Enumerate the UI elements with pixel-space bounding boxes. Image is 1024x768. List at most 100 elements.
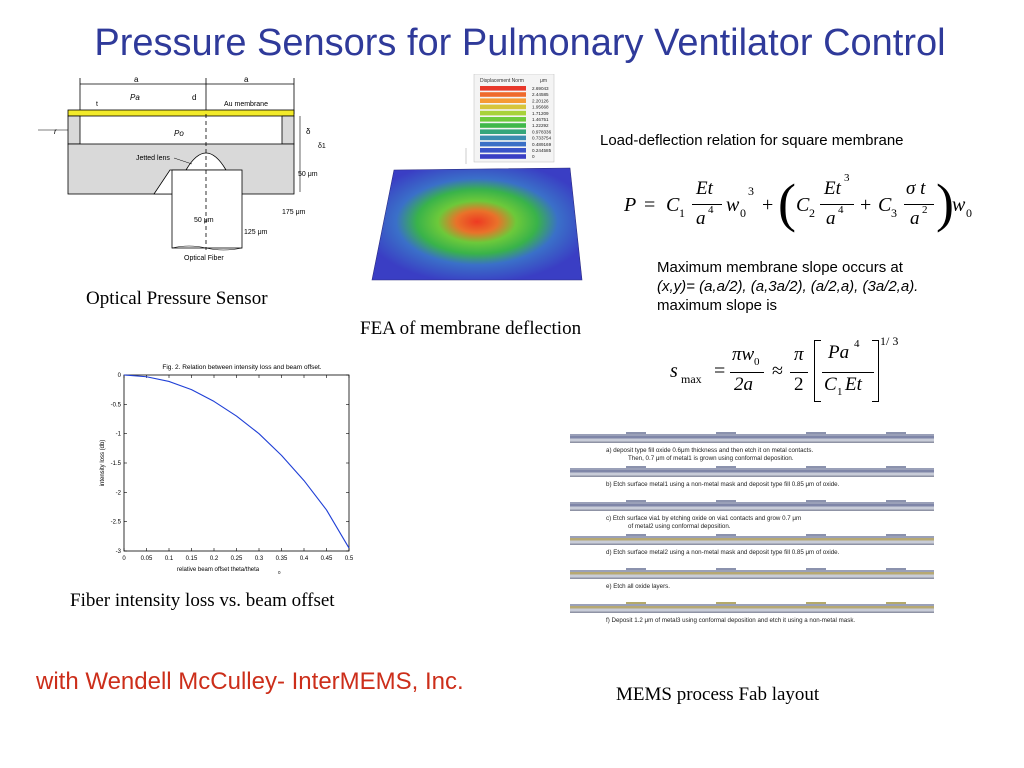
fea-legend-swatch [480, 154, 526, 159]
fab-layer-top [570, 502, 934, 504]
chart-xlabel: relative beam offset theta/theta [177, 567, 260, 573]
fab-step-text: e) Etch all oxide layers. [606, 583, 670, 590]
fab-feature [716, 534, 736, 536]
fab-feature [626, 466, 646, 468]
fea-legend-header: Displacement Norm [480, 78, 524, 84]
caption-fea: FEA of membrane deflection [360, 318, 582, 339]
fab-layer-oxide [570, 506, 934, 510]
fab-layer-top [570, 604, 934, 606]
fea-legend-value: 0.244585 [532, 148, 552, 153]
fea-legend-value: 0.489169 [532, 142, 552, 147]
label-delta1: δ1 [318, 143, 326, 150]
fab-layer-metal [570, 606, 934, 609]
fab-feature [886, 568, 906, 570]
chart-ytick-label: -2.5 [111, 520, 122, 526]
label-jetted-lens: Jetted lens [136, 155, 170, 162]
fab-layer-base [570, 441, 934, 443]
fab-step: e) Etch all oxide layers. [570, 568, 934, 590]
label-pa: Pa [130, 93, 140, 102]
fea-legend-swatch [480, 141, 526, 147]
chart-ytick-label: -0.5 [111, 402, 122, 408]
chart-title: Fig. 2. Relation between intensity loss … [162, 364, 321, 371]
caption-fiber-loss: Fiber intensity loss vs. beam offset [70, 590, 335, 611]
chart-xtick-label: 0.15 [186, 556, 198, 562]
fea-legend-value: 2.69043 [532, 86, 549, 91]
fea-legend-swatch [480, 98, 526, 103]
fab-feature [806, 534, 826, 536]
fea-legend-value: 1.71209 [532, 111, 549, 116]
fab-layer-top [570, 468, 934, 470]
label-membrane: Au membrane [224, 101, 268, 108]
note-max-slope-line1: Maximum membrane slope occurs at [657, 259, 903, 276]
chart-xtick-label: 0.2 [210, 556, 219, 562]
fab-layer-oxide [570, 438, 934, 442]
fea-plot: Displacement Norm μm 2.690432.445852.201… [371, 74, 583, 281]
chart-xtick-label: 0 [122, 556, 126, 562]
fab-layer-top [570, 536, 934, 538]
fab-feature [716, 500, 736, 502]
fab-layer-base [570, 543, 934, 545]
fab-layer-oxide [570, 540, 934, 544]
fea-legend-swatch [480, 117, 526, 122]
chart-xtick-label: 0.45 [321, 556, 333, 562]
fab-layer-top [570, 434, 934, 436]
fab-feature [886, 432, 906, 434]
fea-legend-value: 1.95668 [532, 105, 549, 110]
fab-feature [626, 432, 646, 434]
fab-layer-oxide [570, 574, 934, 578]
page-title: Pressure Sensors for Pulmonary Ventilato… [94, 22, 946, 64]
fea-legend-swatch [480, 110, 526, 116]
chart-frame [123, 374, 350, 552]
fea-legend-value: 0 [532, 154, 535, 159]
fea-legend-swatch [480, 135, 526, 141]
label-optical-fiber: Optical Fiber [184, 255, 224, 262]
chart-xtick-label: 0.25 [231, 556, 243, 562]
fab-feature [806, 568, 826, 570]
fab-feature [886, 602, 906, 604]
label-50um: 50 μm [298, 171, 318, 178]
fea-legend-value: 2.44585 [532, 92, 549, 97]
fea-legend-swatch [480, 104, 526, 110]
fea-legend-swatch [480, 129, 526, 134]
label-50um-bottom: 50 μm [194, 217, 214, 224]
fab-step: d) Etch surface metal2 using a non-metal… [570, 534, 934, 556]
credit-text: with Wendell McCulley- InterMEMS, Inc. [36, 668, 464, 695]
fab-feature [626, 602, 646, 604]
fab-feature [716, 602, 736, 604]
fab-layer-base [570, 611, 934, 613]
fea-legend-value: 1.46751 [532, 117, 549, 122]
dim-d: d [192, 93, 196, 102]
chart-xtick-label: 0.05 [141, 556, 153, 562]
fab-layer-metal [570, 504, 934, 507]
fab-layer-base [570, 577, 934, 579]
fab-layer-oxide [570, 472, 934, 476]
label-po: Po [174, 129, 184, 138]
fea-legend-unit: μm [540, 78, 547, 84]
chart-xtick-label: 0.1 [165, 556, 174, 562]
note-max-slope-line2: (x,y)= (a,a/2), (a,3a/2), (a/2,a), (3a/2… [657, 278, 919, 295]
fab-step-text: d) Etch surface metal2 using a non-metal… [606, 549, 840, 556]
fab-feature [806, 602, 826, 604]
equation-max-slope: s max = πw 0 2a ≈ π 2 Pa 4 C 1 Et 1/ 3 [670, 334, 910, 404]
fab-feature [806, 432, 826, 434]
dim-a-left: a [134, 75, 139, 84]
fea-legend-swatch [480, 92, 526, 97]
chart-xtick-label: 0.5 [345, 556, 354, 562]
fab-layer-top [570, 570, 934, 572]
fea-legend-value: 2.20126 [532, 98, 549, 103]
caption-mems-fab: MEMS process Fab layout [616, 684, 820, 705]
fab-step: c) Etch surface via1 by etching oxide on… [570, 500, 934, 530]
caption-optical-sensor: Optical Pressure Sensor [86, 288, 268, 309]
fea-legend-swatch [480, 148, 526, 153]
fab-layer-base [570, 509, 934, 511]
fab-step: f) Deposit 1.2 μm of metal3 using confor… [570, 602, 934, 624]
equation-load-deflection: P = C 1 Et a 4 w 0 3 + ( C 2 Et 3 a 4 + … [624, 172, 972, 233]
fab-step-text-line2: Then, 0.7 μm of metal1 is grown using co… [628, 455, 794, 462]
dim-a-right: a [244, 75, 249, 84]
label-delta: δ [306, 127, 311, 136]
fab-feature [806, 466, 826, 468]
fab-feature [626, 534, 646, 536]
chart-xtick-label: 0.35 [276, 556, 288, 562]
